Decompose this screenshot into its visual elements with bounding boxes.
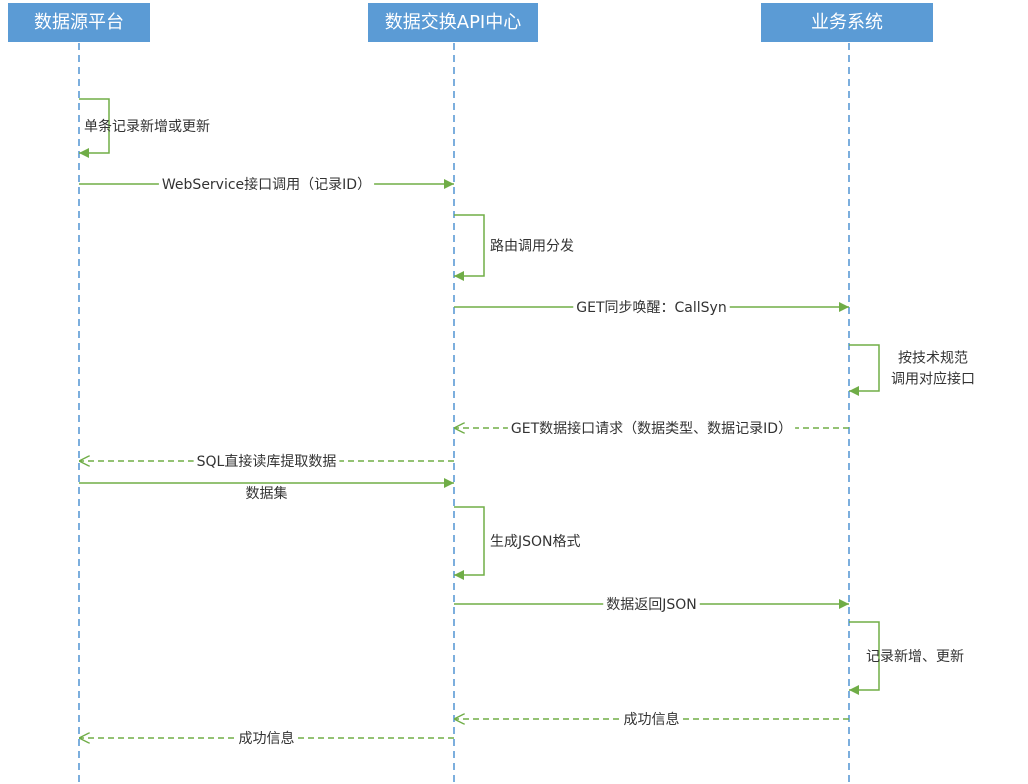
message-10: 数据返回JSON [454,596,849,614]
message-label: 路由调用分发 [490,239,574,255]
self-call-arrow [454,214,485,281]
message-12: 成功信息 [454,710,849,729]
message-label: 成功信息 [624,711,680,728]
self-call-arrow [849,344,880,396]
message-7: SQL直接读库提取数据 [79,452,454,471]
message-11: 记录新增、更新 [849,621,964,695]
message-1: 单条记录新增或更新 [79,98,210,158]
message-2: WebService接口调用（记录ID） [79,175,454,194]
message-13: 成功信息 [79,729,454,748]
label-background [193,452,340,471]
self-call-arrow [79,98,110,158]
self-call-arrow [849,621,880,695]
message-label: GET数据接口请求（数据类型、数据记录ID） [511,420,792,437]
label-background [573,298,730,317]
message-label: WebService接口调用（记录ID） [162,176,371,193]
label-background [507,419,796,438]
label-background [158,175,375,194]
message-label: 按技术规范调用对应接口 [891,350,975,388]
message-label: 生成JSON格式 [490,534,581,550]
participant-api-center: 数据交换API中心 [368,3,538,42]
label-background [620,710,683,729]
label-background [603,596,700,614]
message-label: 数据返回JSON [606,597,697,613]
participant-data-source-platform: 数据源平台 [8,3,150,42]
message-8: 数据集 [79,478,454,502]
message-3: 路由调用分发 [454,214,574,281]
message-4: GET同步唤醒：CallSyn [454,298,849,317]
participant-business-system: 业务系统 [761,3,933,42]
message-label: 数据集 [246,485,288,502]
label-background [235,729,298,748]
message-6: GET数据接口请求（数据类型、数据记录ID） [454,419,849,438]
message-label: 记录新增、更新 [866,649,964,665]
message-label: GET同步唤醒：CallSyn [576,299,726,316]
message-label: 成功信息 [239,730,295,747]
message-5: 按技术规范调用对应接口 [849,344,975,396]
message-label: 单条记录新增或更新 [84,118,210,135]
message-label: SQL直接读库提取数据 [197,453,337,470]
message-9: 生成JSON格式 [454,506,581,580]
self-call-arrow [454,506,485,580]
